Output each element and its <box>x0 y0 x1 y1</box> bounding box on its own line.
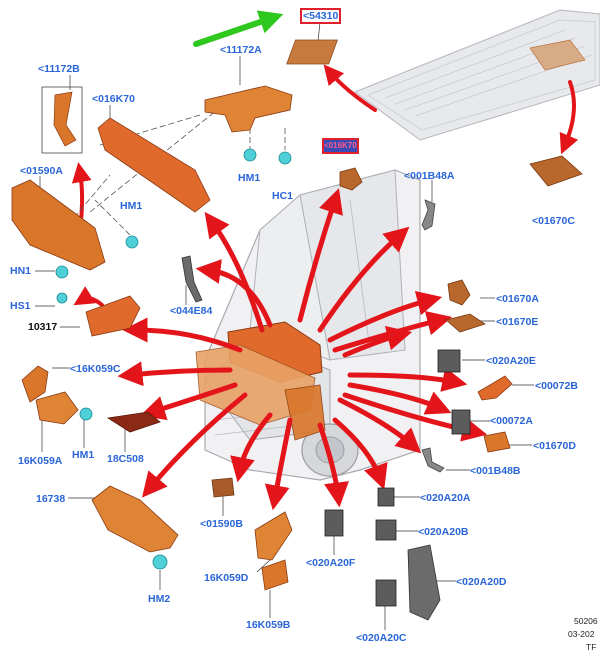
callout-HM1-top: HM1 <box>238 172 261 184</box>
callout-00072B: <00072B <box>535 380 578 392</box>
callout-10317: 10317 <box>28 321 58 333</box>
callout-16K059D: 16K059D <box>204 572 249 584</box>
part-16K059D <box>254 511 293 561</box>
callout-044E84: <044E84 <box>170 305 213 317</box>
callout-16K059A: 16K059A <box>18 455 63 467</box>
callout-HC1: HC1 <box>272 190 294 202</box>
green-arrow <box>193 10 284 47</box>
callout-020A20D: <020A20D <box>456 576 507 588</box>
callout-HS1: HS1 <box>10 300 31 312</box>
callout-001B48B: <001B48B <box>470 465 521 477</box>
callout-16K059C: <16K059C <box>70 363 121 375</box>
part-16K059A <box>35 391 79 425</box>
part-01670A <box>447 279 471 306</box>
part-00072A <box>451 409 471 435</box>
callout-001B48A: <001B48A <box>404 170 455 182</box>
callout-020A20E: <020A20E <box>486 355 536 367</box>
callout-arrows <box>117 188 488 511</box>
callout-01670D: <01670D <box>533 440 576 452</box>
roof-arrows <box>73 64 579 307</box>
detail-box-11172B <box>41 86 83 154</box>
part-11172B <box>53 91 77 147</box>
callout-00072A: <00072A <box>490 415 533 427</box>
callout-18C508: 18C508 <box>107 453 144 465</box>
part-020A20B <box>375 519 397 541</box>
part-016K70 <box>97 117 211 213</box>
clip-HS1 <box>56 292 68 304</box>
callout-020A20C: <020A20C <box>356 632 407 644</box>
callout-016K70: <016K70 <box>92 93 135 105</box>
callout-HM1-low: HM1 <box>72 449 95 461</box>
callout-020A20F: <020A20F <box>306 557 356 569</box>
parts <box>11 39 583 621</box>
clip-HM2 <box>152 554 168 570</box>
callout-01590A: <01590A <box>20 165 63 177</box>
callout-HM1-mid: HM1 <box>120 200 143 212</box>
clip-HC1 <box>278 151 292 165</box>
part-044E84 <box>181 255 203 303</box>
part-01670E <box>445 313 486 333</box>
callout-01590B: <01590B <box>200 518 243 530</box>
part-001B48B <box>421 447 445 473</box>
callout-020A20A: <020A20A <box>420 492 471 504</box>
part-020A20C <box>375 579 397 607</box>
callout-01670C: <01670C <box>532 215 575 227</box>
clip-HM1-mid <box>125 235 139 249</box>
callout-16738: 16738 <box>36 493 66 505</box>
callout-16K059B: 16K059B <box>246 619 291 631</box>
part-00072B <box>477 375 513 401</box>
part-01670C <box>529 155 583 187</box>
part-16K059B <box>261 559 289 591</box>
callout-HM2: HM2 <box>148 593 171 605</box>
part-016K70-roof <box>339 167 363 191</box>
callout-01670A: <01670A <box>496 293 539 305</box>
meta-line-2: 03-202 <box>568 629 595 639</box>
center-assembly <box>195 321 326 441</box>
part-18C508 <box>106 411 161 433</box>
callout-54310: <54310 <box>300 8 342 24</box>
part-10317 <box>85 295 141 337</box>
part-11172A <box>204 85 293 133</box>
part-001B48A <box>421 199 436 231</box>
roof-panel <box>353 9 600 141</box>
clip-HN1 <box>55 265 69 279</box>
callout-11172A: <11172A <box>220 44 262 56</box>
part-54310 <box>286 39 338 65</box>
part-01670D <box>483 431 511 453</box>
callout-11172B: <11172B <box>38 63 80 75</box>
callout-HN1: HN1 <box>10 265 32 277</box>
part-16K059C <box>21 365 49 403</box>
clip-HM1-top <box>243 148 257 162</box>
part-01590B <box>211 477 235 498</box>
meta-line-1: 50206 <box>574 616 598 626</box>
part-020A20A <box>377 487 395 507</box>
part-020A20D <box>407 544 441 621</box>
part-020A20F <box>324 509 344 537</box>
meta-line-3: TF <box>586 642 597 652</box>
callout-016K70-highlight: <016K70 <box>322 138 359 154</box>
clip-HM1-low <box>79 407 93 421</box>
callout-01670E: <01670E <box>496 316 539 328</box>
part-020A20E <box>437 349 461 373</box>
callout-020A20B: <020A20B <box>418 526 469 538</box>
part-01590A <box>11 179 106 271</box>
part-16738 <box>91 485 179 553</box>
clips <box>55 148 292 570</box>
